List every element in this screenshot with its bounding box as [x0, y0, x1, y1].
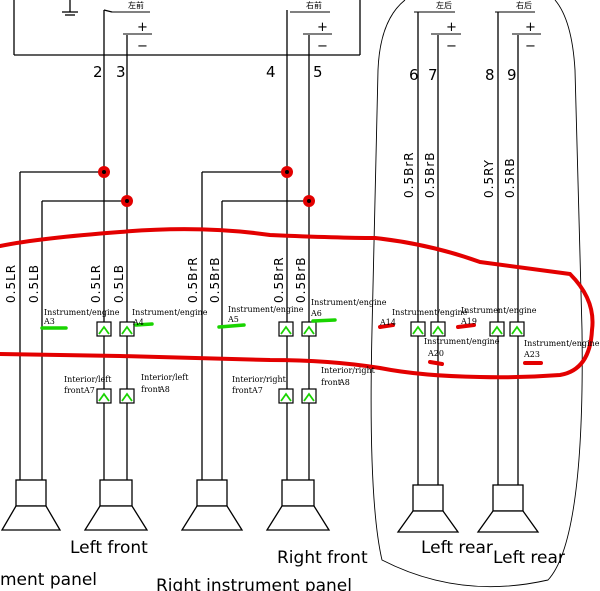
- connector-type: Instrument/engine: [524, 339, 600, 348]
- title-glyph-left-front: 左前: [128, 0, 144, 10]
- wire-code: 0.5RB: [503, 157, 517, 198]
- title-glyph-right-rear: 右后: [516, 0, 532, 10]
- pin-label: 5: [313, 63, 323, 81]
- svg-text:A8: A8: [158, 385, 170, 394]
- svg-text:front: front: [141, 385, 162, 394]
- connector-type: Instrument/engine: [392, 308, 468, 317]
- caption-left-rear: Left rear: [421, 538, 493, 558]
- pin-numbers: 2 3 4 5 6 7 8 9: [93, 63, 517, 84]
- connector-code: A5: [227, 315, 239, 324]
- wire-code: 0.5LR: [4, 264, 18, 303]
- connector-code: A6: [310, 309, 322, 318]
- svg-text:+: +: [137, 20, 148, 35]
- top-frame: [13, 0, 361, 56]
- connectors-row-2: [96, 388, 317, 404]
- connectors-row-1: [96, 321, 525, 337]
- connector-code: A4: [132, 318, 144, 327]
- connector-type: Instrument/engine: [311, 298, 387, 307]
- svg-text:+: +: [525, 20, 536, 35]
- pin-label: 6: [409, 66, 419, 84]
- wire-code: 0.5RY: [482, 159, 496, 198]
- captions: Left front Right front Left rear Left re…: [0, 538, 565, 591]
- wire-code: 0.5LR: [89, 264, 103, 303]
- caption-right-front: Right front: [277, 548, 368, 568]
- connector-code: A20: [427, 349, 444, 358]
- svg-text:+: +: [317, 20, 328, 35]
- caption-left-front: Left front: [70, 538, 148, 558]
- wire-code: 0.5BrR: [272, 256, 286, 303]
- svg-text:Interior/left: Interior/left: [141, 373, 189, 382]
- svg-text:+: +: [446, 20, 457, 35]
- speaker-icon: [83, 479, 149, 531]
- green-markers: [40, 318, 337, 330]
- wire-code: 0.5BrB: [423, 152, 437, 198]
- speaker-icon: [265, 479, 331, 531]
- title-glyph-right-front: 右前: [306, 0, 322, 10]
- svg-text:−: −: [525, 39, 536, 54]
- connector-code: A14: [379, 318, 396, 327]
- highlight-loop: [0, 227, 595, 380]
- speaker-icon: [0, 479, 62, 531]
- pin-label: 4: [266, 63, 276, 81]
- connector-code: A3: [43, 317, 55, 326]
- svg-text:Interior/right: Interior/right: [321, 366, 376, 375]
- pin-label: 7: [428, 66, 438, 84]
- connector-type: Instrument/engine: [132, 308, 208, 317]
- connector-labels: Instrument/engine A3 Instrument/engine A…: [43, 298, 600, 359]
- caption-left-panel: ment panel: [0, 570, 97, 590]
- svg-text:−: −: [317, 39, 328, 54]
- interior-labels: Interior/left front A7 Interior/left fro…: [64, 366, 376, 395]
- wires: [19, 9, 519, 485]
- svg-text:A8: A8: [338, 378, 350, 387]
- svg-text:Interior/left: Interior/left: [64, 375, 112, 384]
- wire-code: 0.5BrB: [208, 257, 222, 303]
- svg-text:−: −: [137, 39, 148, 54]
- connector-type: Instrument/engine: [44, 308, 120, 317]
- connector-type: Instrument/engine: [461, 306, 537, 315]
- connector-code: A23: [523, 350, 540, 359]
- connector-type: Instrument/engine: [228, 305, 304, 314]
- header-right-rear: 右后 + −: [495, 0, 541, 54]
- svg-text:front: front: [64, 386, 85, 395]
- caption-right-panel: Right instrument panel: [156, 576, 352, 591]
- connector-code: A19: [460, 317, 477, 326]
- wire-code: 0.5LB: [27, 264, 41, 303]
- caption-left-rear-2: Left rear: [493, 548, 565, 568]
- header-right-front: 右前 + −: [290, 0, 332, 54]
- svg-text:A7: A7: [83, 386, 95, 395]
- svg-text:front: front: [321, 378, 342, 387]
- connector-type: Instrument/engine: [424, 337, 500, 346]
- pin-label: 8: [485, 66, 495, 84]
- svg-text:A7: A7: [251, 386, 263, 395]
- red-ticks: [378, 323, 543, 366]
- pin-label: 3: [116, 63, 126, 81]
- speaker-icon: [396, 484, 460, 533]
- title-glyph-left-rear: 左后: [436, 0, 452, 10]
- speaker-icon: [476, 484, 540, 533]
- svg-text:Interior/right: Interior/right: [232, 375, 287, 384]
- header-left-front: 左前 + −: [112, 0, 152, 54]
- pin-label: 9: [507, 66, 517, 84]
- svg-text:front: front: [232, 386, 253, 395]
- pin-label: 2: [93, 63, 103, 81]
- svg-text:−: −: [446, 39, 457, 54]
- speaker-icon: [180, 479, 244, 531]
- header-left-rear: 左后 + −: [414, 0, 461, 54]
- wire-code: 0.5BrR: [186, 256, 200, 303]
- wire-code: 0.5LB: [112, 264, 126, 303]
- wire-code: 0.5BrR: [402, 151, 416, 198]
- channel-headers: 左前 + − 右前 + − 左后 + − 右后 + −: [112, 0, 541, 54]
- splice-points: [98, 166, 315, 207]
- rear-enclosure: [370, 0, 583, 588]
- wire-code: 0.5BrB: [294, 257, 308, 303]
- wire-codes: 0.5LR 0.5LB 0.5LR 0.5LB 0.5BrR 0.5BrB 0.…: [4, 151, 517, 303]
- speakers: [0, 479, 540, 533]
